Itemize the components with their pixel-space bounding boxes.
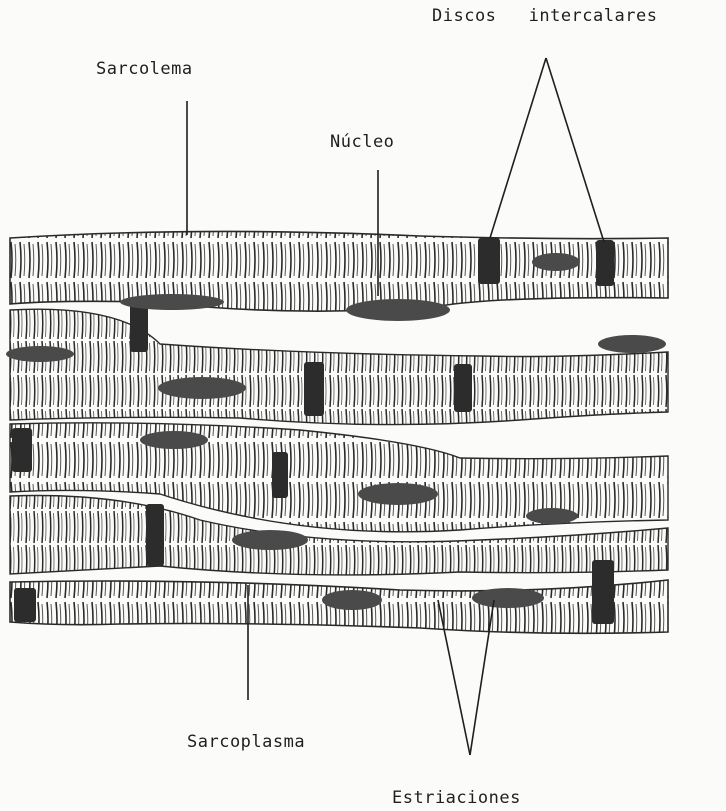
- label-discos-intercalares: Discos intercalares: [432, 8, 657, 25]
- label-sarcolema: Sarcolema: [96, 61, 193, 78]
- pointer-disco-1: [490, 58, 546, 238]
- fiber-band-2: [10, 309, 668, 424]
- label-sarcoplasma: Sarcoplasma: [187, 734, 305, 751]
- label-nucleo: Núcleo: [330, 134, 394, 151]
- pointer-disco-2: [546, 58, 604, 242]
- fiber-band-1: [10, 231, 668, 311]
- label-estriaciones: Estriaciones: [392, 790, 521, 807]
